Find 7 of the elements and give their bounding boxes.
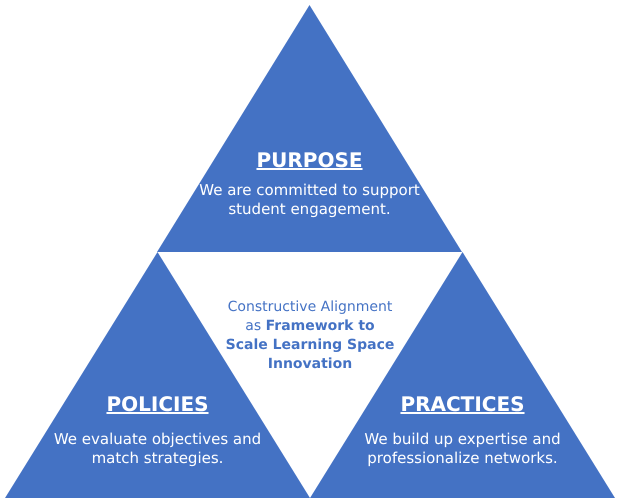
heading: POLICIES	[105, 392, 210, 416]
heading: PRACTICES	[399, 392, 526, 416]
heading: PURPOSE	[255, 148, 364, 172]
description: We are committed to support student engagement.	[198, 181, 421, 219]
center-text: Constructive Alignment as Framework to Scale Learning Space Innovation	[225, 298, 395, 374]
description: We evaluate objectives and match strategies.	[52, 430, 262, 468]
description: We build up expertise and professionalize networks.	[363, 430, 562, 468]
